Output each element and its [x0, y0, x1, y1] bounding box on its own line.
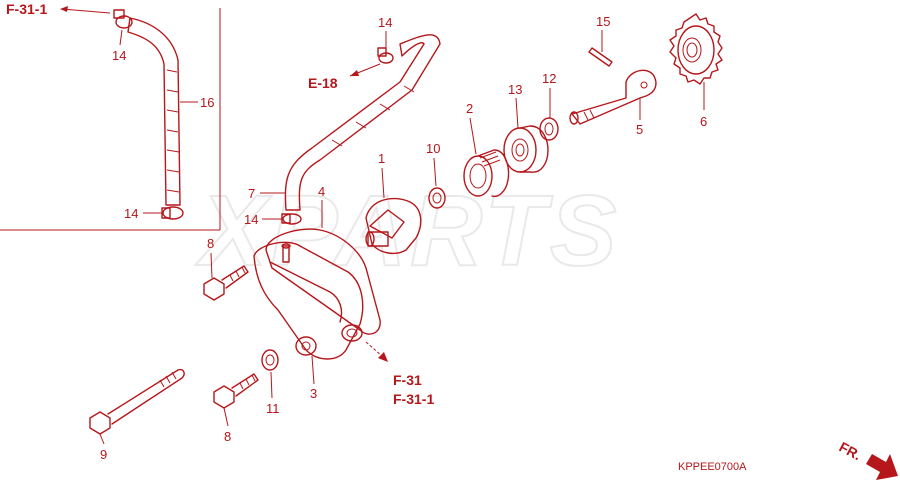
ref-f31[interactable]: F-31	[393, 372, 422, 388]
bolt-9	[89, 368, 185, 435]
label-13: 13	[508, 82, 522, 97]
label-7: 7	[248, 186, 255, 201]
clamp-14-top	[113, 9, 133, 29]
label-16: 16	[200, 95, 214, 110]
inset-frame	[0, 8, 221, 231]
shaft-5	[569, 69, 657, 125]
watermark: XPARTS	[195, 175, 620, 287]
label-14c: 14	[378, 15, 392, 30]
washer-11	[261, 349, 279, 371]
bearing-13	[503, 125, 549, 173]
label-1: 1	[378, 151, 385, 166]
hose-16	[127, 17, 181, 206]
label-4: 4	[318, 184, 325, 199]
label-12: 12	[542, 71, 556, 86]
pin-15	[588, 47, 613, 67]
label-5: 5	[636, 122, 643, 137]
bolt-8-top	[203, 265, 249, 301]
diagram-code: KPPEE0700A	[678, 461, 747, 473]
ref-f31-1-top[interactable]: F-31-1	[6, 1, 111, 17]
washer-10	[428, 187, 446, 209]
gasket-4	[265, 228, 381, 335]
washer-12	[539, 117, 559, 141]
hose-7	[284, 34, 441, 211]
label-8b: 8	[224, 429, 231, 444]
bolt-8-bottom	[213, 373, 259, 409]
seal-2	[463, 149, 510, 198]
label-2: 2	[466, 101, 473, 116]
ref-e18[interactable]: E-18	[308, 75, 338, 91]
label-14d: 14	[244, 212, 258, 227]
label-8a: 8	[207, 236, 214, 251]
ref-f31-1-bottom[interactable]: F-31-1	[393, 391, 434, 407]
impeller-1	[365, 197, 422, 255]
label-9: 9	[100, 447, 107, 462]
label-11: 11	[266, 401, 280, 416]
label-10: 10	[426, 141, 440, 156]
clamp-14-hose7-top	[377, 47, 394, 64]
label-14a: 14	[112, 48, 126, 63]
front-direction-arrow: FR.	[837, 439, 898, 480]
label-3: 3	[310, 386, 317, 401]
fr-label: FR.	[837, 439, 864, 464]
label-14b: 14	[124, 206, 138, 221]
pump-cover-3	[253, 241, 364, 360]
svg-text:F-31-1: F-31-1	[6, 1, 47, 17]
gear-6	[669, 13, 723, 85]
label-6: 6	[700, 114, 707, 129]
clamp-14-bottom	[161, 206, 184, 220]
label-15: 15	[596, 14, 610, 29]
